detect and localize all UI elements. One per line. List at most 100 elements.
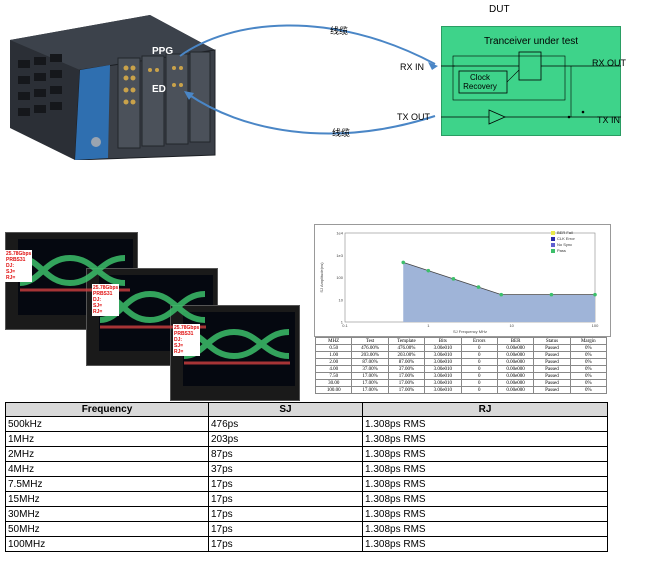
cable-bottom-label: 线缆 (332, 128, 351, 138)
tx-in-label: TX IN (597, 115, 621, 125)
jitter-results-cell: 2.00 (314, 358, 353, 366)
scope-3-dj: DJ: (174, 337, 183, 343)
cell-rj: 1.308ps RMS (362, 446, 608, 462)
jitter-results-cell: 3.00e010 (424, 358, 462, 366)
cell-sj: 203ps (208, 431, 363, 447)
scope-1-pattern: PRBS31 (6, 257, 26, 263)
scope-3-rj: RJ= (174, 349, 184, 355)
cable-arrowhead-ed (184, 91, 194, 100)
jitter-results-cell: 1.00 (314, 351, 353, 359)
pass-point (549, 292, 554, 297)
cell-sj: 17ps (208, 506, 363, 522)
x-tick-label: 10 (509, 323, 514, 328)
pass-point (451, 277, 456, 281)
scope-2-sj: SJ= (93, 303, 103, 309)
scope-3-rate: 25.78Gbps (174, 325, 200, 331)
pass-point (499, 292, 504, 297)
rx-in-label: RX IN (400, 62, 425, 72)
table-header-row: Frequency SJ RJ (5, 402, 608, 417)
jitter-results-cell: 0% (569, 372, 608, 380)
header-sj: SJ (208, 402, 363, 417)
cell-frequency: 100MHz (5, 536, 209, 552)
legend-clk-error: CLK Error (551, 236, 575, 242)
jitter-results-cell: 0.00e000 (496, 372, 535, 380)
rx-out-label: RX OUT (592, 58, 627, 68)
jitter-results-cell: 17.00% (387, 372, 426, 380)
jitter-results-cell: 0.00e000 (496, 358, 535, 366)
scope-2-dj: DJ: (93, 297, 102, 303)
cell-frequency: 30MHz (5, 506, 209, 522)
cell-rj: 1.308ps RMS (362, 536, 608, 552)
col-test: Test (351, 337, 389, 345)
jitter-results-cell: 0% (569, 386, 608, 394)
jitter-results-cell: 0 (460, 344, 498, 352)
col-margin: Margin (569, 337, 608, 345)
header-rj: RJ (362, 402, 608, 417)
dut-internal-diagram (441, 51, 621, 125)
jitter-results-cell: Passed (533, 344, 571, 352)
jitter-results-cell: 0 (460, 358, 498, 366)
cell-frequency: 50MHz (5, 521, 209, 537)
scope-3-pattern: PRBS31 (174, 331, 194, 337)
scope-2-rj: RJ= (93, 309, 103, 315)
jitter-results-cell: 0.00e000 (496, 365, 535, 373)
pass-region-area (403, 262, 595, 322)
y-tick-label: 10 (339, 297, 344, 302)
legend-no-sync: No Sync (551, 242, 575, 248)
cable-arrowhead-rx (428, 62, 438, 70)
jitter-results-cell: 7.50 (314, 372, 353, 380)
jitter-results-cell: 17.00% (351, 379, 389, 387)
jitter-results-cell: 476.00% (351, 344, 389, 352)
jitter-results-cell: 3.00e010 (424, 386, 462, 394)
scope-3-sj: SJ= (174, 343, 184, 349)
scope-3-annotation: 25.78Gbps PRBS31 DJ: SJ= RJ= (173, 324, 201, 356)
chart-legend: BER Fail CLK Error No Sync Pass (551, 230, 575, 254)
jitter-results-cell: 37.00% (387, 365, 426, 373)
jitter-results-cell: Passed (533, 351, 571, 359)
ed-label: ED (152, 84, 166, 95)
eye-traces (19, 254, 290, 365)
col-status: Status (533, 337, 571, 345)
jitter-results-cell: 37.00% (351, 365, 389, 373)
cell-sj: 17ps (208, 536, 363, 552)
jitter-results-cell: 17.00% (351, 386, 389, 394)
x-tick-label: 1 (427, 323, 430, 328)
col-errors: Errors (460, 337, 498, 345)
scope-1-rate: 25.78Gbps (6, 251, 32, 257)
jitter-results-cell: 4.00 (314, 365, 353, 373)
cell-rj: 1.308ps RMS (362, 416, 608, 432)
x-axis-label: SJ Frequency MHz (453, 329, 487, 334)
cell-sj: 17ps (208, 476, 363, 492)
cell-frequency: 7.5MHz (5, 476, 209, 492)
scope-1-rj: RJ= (6, 275, 16, 281)
jitter-results-cell: 0.00e000 (496, 379, 535, 387)
jitter-results-cell: Passed (533, 365, 571, 373)
cable-top-label: 线缆 (330, 26, 349, 36)
cell-rj: 1.308ps RMS (362, 521, 608, 537)
cell-sj: 17ps (208, 521, 363, 537)
cell-frequency: 500kHz (5, 416, 209, 432)
jitter-results-cell: 0.00e000 (496, 344, 535, 352)
cell-sj: 17ps (208, 491, 363, 507)
jitter-results-cell: 0% (569, 351, 608, 359)
cell-sj: 476ps (208, 416, 363, 432)
cell-rj: 1.308ps RMS (362, 461, 608, 477)
jitter-results-cell: 0 (460, 379, 498, 387)
col-bits: Bits (424, 337, 462, 345)
jitter-results-cell: Passed (533, 386, 571, 394)
dut-heading: Tranceiver under test (483, 36, 579, 47)
pass-point (426, 268, 431, 273)
cell-frequency: 2MHz (5, 446, 209, 462)
jitter-results-cell: 87.00% (351, 358, 389, 366)
scope-2-pattern: PRBS31 (93, 291, 113, 297)
jitter-results-cell: 0% (569, 358, 608, 366)
jitter-results-cell: Passed (533, 358, 571, 366)
y-tick-label: 1e3 (336, 253, 343, 258)
